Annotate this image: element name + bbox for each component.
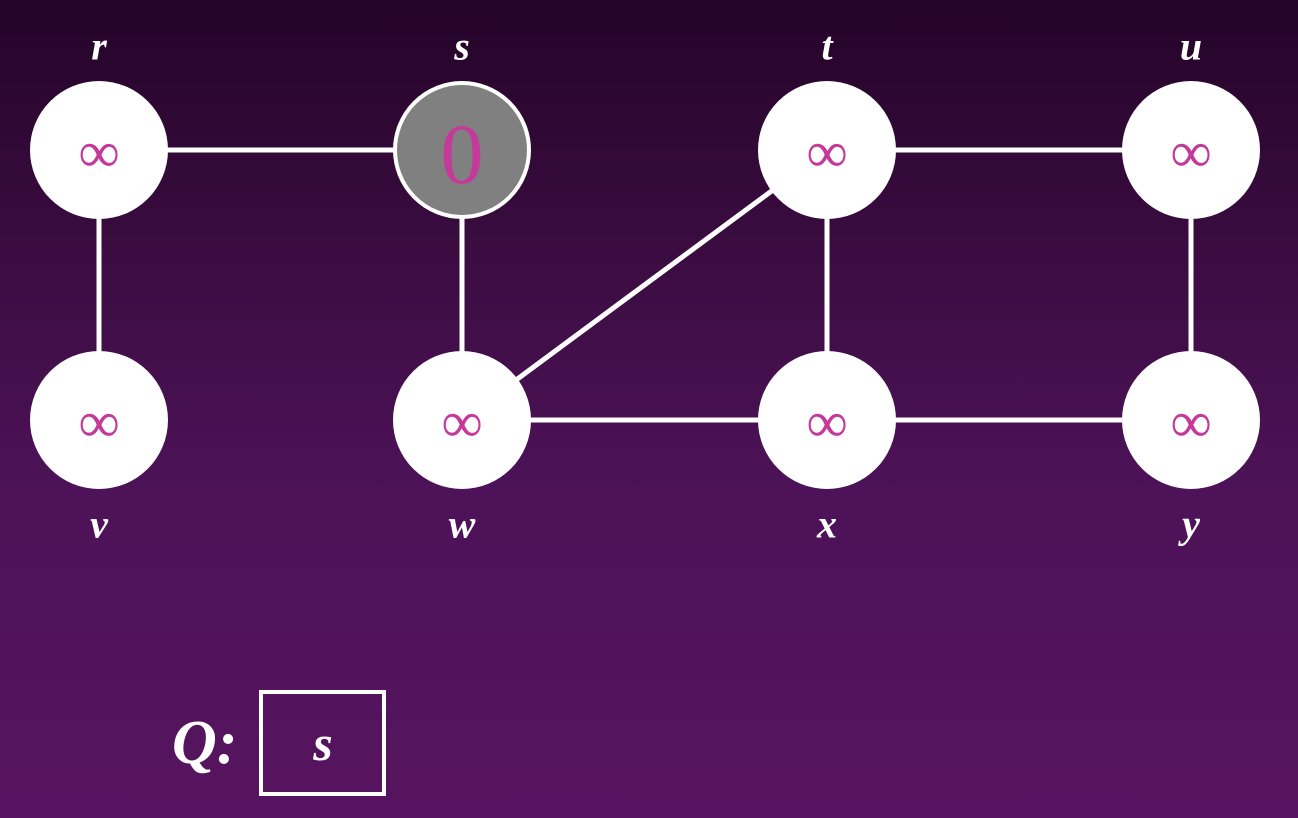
node-t-label: t: [821, 24, 834, 69]
queue-label: Q:: [172, 709, 238, 777]
node-s-label: s: [453, 24, 470, 69]
node-v-circle: [30, 351, 168, 489]
node-r-label: r: [91, 24, 107, 69]
node-t-distance: ∞: [806, 120, 847, 185]
node-u-label: u: [1180, 24, 1202, 69]
edges-layer: [96, 147, 1194, 423]
node-y-label: y: [1178, 502, 1200, 547]
node-y-circle: [1122, 351, 1260, 489]
edge-t-w: [460, 147, 829, 423]
node-u-circle: [1122, 81, 1260, 219]
nodes-layer: ∞r0s∞t∞u∞v∞w∞x∞y: [30, 24, 1260, 547]
node-s-distance: 0: [441, 106, 484, 202]
node-w-label: w: [449, 502, 476, 547]
node-y-distance: ∞: [1170, 390, 1211, 455]
node-x-label: x: [816, 502, 837, 547]
node-r-distance: ∞: [78, 120, 119, 185]
bfs-graph: ∞r0s∞t∞u∞v∞w∞x∞y: [30, 24, 1260, 547]
node-t-circle: [758, 81, 896, 219]
node-v: ∞v: [30, 351, 168, 547]
node-v-label: v: [90, 502, 109, 547]
node-w-circle: [393, 351, 531, 489]
node-t: ∞t: [758, 24, 896, 219]
queue-item: s: [313, 715, 333, 771]
queue-box: s: [259, 690, 387, 796]
node-w: ∞w: [393, 351, 531, 547]
node-r: ∞r: [30, 24, 168, 219]
node-x-circle: [758, 351, 896, 489]
node-x-distance: ∞: [806, 390, 847, 455]
node-y: ∞y: [1122, 351, 1260, 547]
node-r-circle: [30, 81, 168, 219]
node-u: ∞u: [1122, 24, 1260, 219]
queue-display: Q: s: [172, 688, 387, 798]
node-s: 0s: [393, 24, 531, 219]
node-x: ∞x: [758, 351, 896, 547]
node-s-circle: [393, 81, 531, 219]
node-v-distance: ∞: [78, 390, 119, 455]
node-u-distance: ∞: [1170, 120, 1211, 185]
node-w-distance: ∞: [441, 390, 482, 455]
